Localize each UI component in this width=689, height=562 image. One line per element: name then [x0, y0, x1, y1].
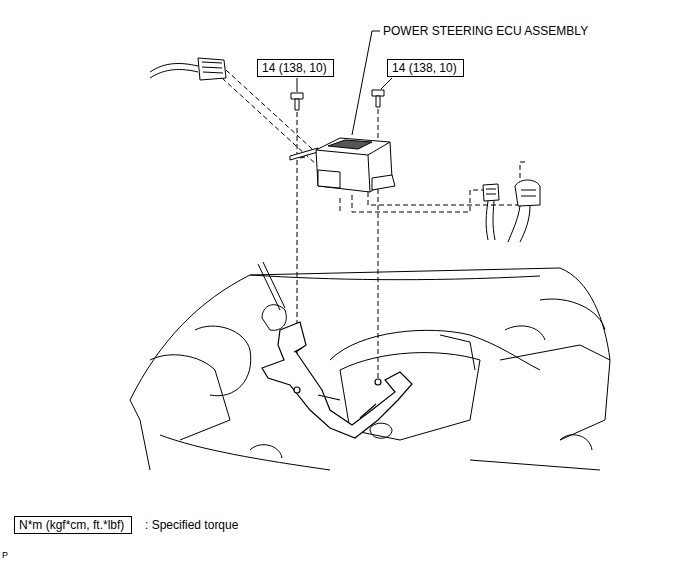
- torque-value: N*m (kgf*cm, ft.*lbf): [19, 518, 124, 532]
- bolt: [372, 90, 384, 107]
- connector: [483, 180, 540, 242]
- torque-legend-box: N*m (kgf*cm, ft.*lbf): [14, 516, 132, 534]
- torque-box: 14 (138, 10): [257, 59, 334, 77]
- leader-line: [381, 78, 392, 89]
- page-mark: P: [2, 548, 8, 562]
- part-name: POWER STEERING ECU ASSEMBLY: [383, 24, 588, 38]
- dashed-line: [222, 70, 526, 390]
- torque-value: 14 (138, 10): [392, 61, 457, 75]
- ecu-body: [290, 138, 395, 192]
- leader-line: [352, 31, 380, 135]
- legend-text: : Specified torque: [145, 518, 238, 532]
- torque-box: 14 (138, 10): [387, 59, 464, 77]
- leader-line: [297, 78, 298, 92]
- bracket: [262, 322, 412, 438]
- connector: [150, 58, 226, 80]
- torque-value: 14 (138, 10): [262, 61, 327, 75]
- engine-bay: [130, 262, 610, 470]
- bolt: [291, 93, 303, 110]
